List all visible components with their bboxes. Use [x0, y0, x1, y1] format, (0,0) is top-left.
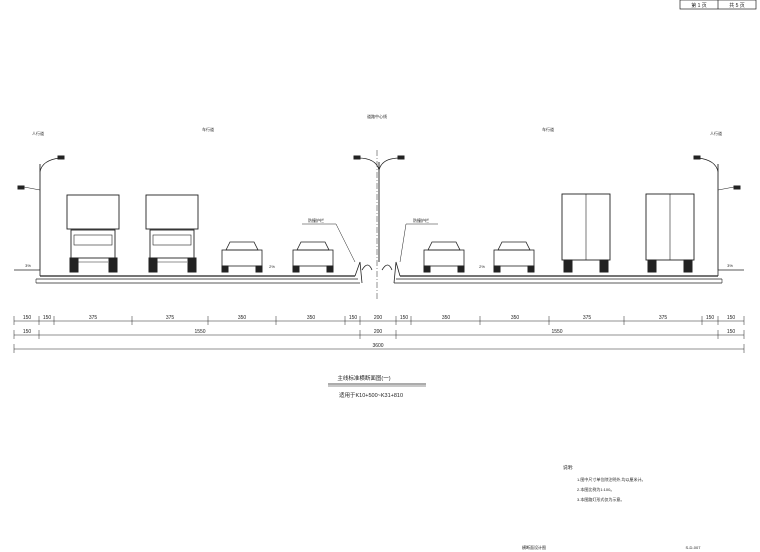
notes-heading: 说明:	[563, 464, 573, 471]
road-surface	[14, 261, 744, 284]
dim-5: 350	[238, 315, 247, 321]
car-left-1	[221, 241, 263, 273]
truck-right-2	[645, 193, 695, 273]
slope-right-inner: 2%	[479, 264, 485, 269]
truck-left-2	[145, 194, 199, 273]
truck-left-1	[66, 194, 120, 273]
footer-title: 横断面设计图	[522, 544, 546, 550]
left-sidewalk-label: 人行道	[32, 130, 44, 136]
left-barrier-callout: 防撞护栏	[302, 217, 356, 263]
dim-12: 375	[583, 315, 592, 321]
dim-2: 150	[43, 315, 52, 321]
slope-right-outer: 3%	[727, 263, 733, 268]
sheet-number-box: 第 1 页 共 5 页	[679, 0, 757, 10]
dimension-row-2	[13, 330, 745, 339]
dim-13: 375	[659, 315, 668, 321]
dim-7: 150	[349, 315, 358, 321]
dim-1: 150	[23, 315, 32, 321]
dim-row2-1: 150	[23, 329, 32, 335]
center-street-light	[353, 155, 405, 262]
dim-row2-5: 150	[727, 329, 736, 335]
dim-9: 150	[400, 315, 409, 321]
left-lamp-icon	[17, 185, 41, 191]
note-2: 2.本图比例为1:100。	[577, 486, 614, 492]
drawing-title: 主线标准横断面图(一)	[337, 374, 390, 382]
median-line-label: 道路中心线	[367, 113, 387, 119]
dim-15: 150	[727, 315, 736, 321]
dim-row2-2: 1550	[194, 329, 205, 335]
slope-left-inner: 2%	[269, 264, 275, 269]
dim-6: 350	[307, 315, 316, 321]
dim-11: 350	[511, 315, 520, 321]
left-street-light	[39, 155, 65, 270]
note-3: 3.本图路灯形式仅为示意。	[577, 496, 624, 502]
right-lanes-label: 车行道	[542, 126, 554, 132]
dimension-total	[13, 344, 745, 353]
note-1: 1.图中尺寸单位除注明外,均以厘米计。	[577, 476, 645, 482]
left-barrier-label: 防撞护栏	[308, 217, 324, 223]
slope-left-outer: 3%	[25, 263, 31, 268]
drawing-subtitle: 适用于K10+500~K31+810	[339, 391, 403, 399]
right-barrier-callout: 防撞护栏	[399, 217, 438, 263]
left-lanes-label: 车行道	[202, 126, 214, 132]
dim-row2-3: 200	[374, 329, 383, 335]
page-number: 第 1 页	[691, 2, 707, 9]
right-barrier-label: 防撞护栏	[413, 217, 429, 223]
right-lamp-icon	[717, 185, 741, 191]
car-right-2	[493, 241, 535, 273]
car-left-2	[292, 241, 334, 273]
dim-8: 200	[374, 315, 383, 321]
dim-row2-4: 1550	[551, 329, 562, 335]
dim-total: 3600	[372, 343, 383, 349]
dim-14: 150	[706, 315, 715, 321]
dim-10: 350	[442, 315, 451, 321]
right-street-light	[693, 155, 719, 270]
dim-4: 375	[166, 315, 175, 321]
dim-3: 375	[89, 315, 98, 321]
car-right-1	[423, 241, 465, 273]
dimension-row-1	[13, 316, 745, 325]
right-sidewalk-label: 人行道	[710, 130, 722, 136]
page-total: 共 5 页	[729, 2, 745, 9]
drawing-number: S-D-007	[686, 545, 702, 550]
truck-right-1	[561, 193, 611, 273]
